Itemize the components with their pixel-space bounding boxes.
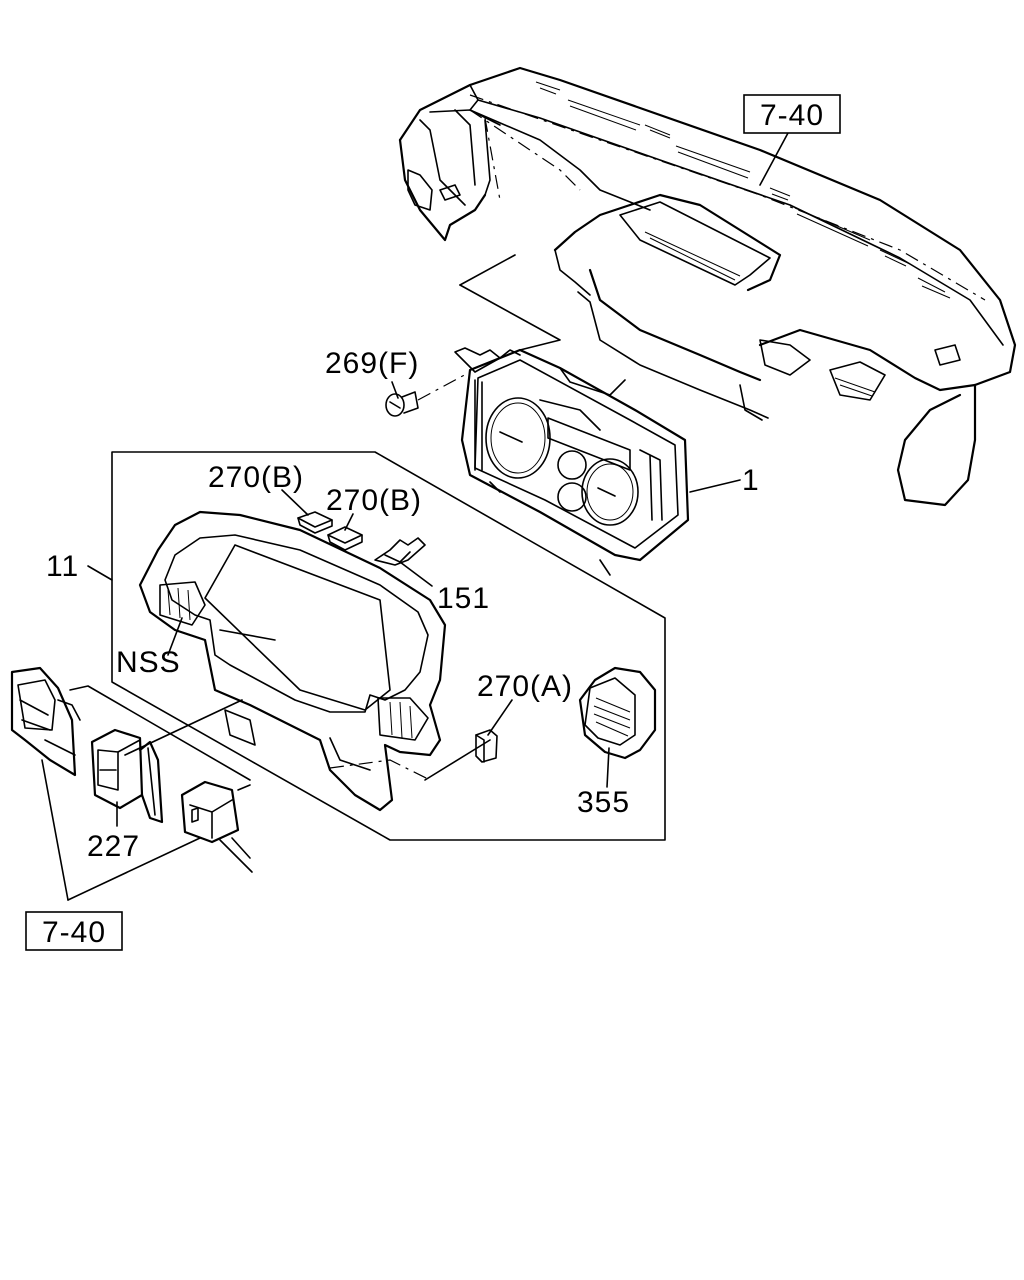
air-vent-drawing xyxy=(578,666,657,760)
label-part-151: 151 xyxy=(437,582,490,615)
screw-drawing xyxy=(385,371,471,417)
label-part-1: 1 xyxy=(742,464,760,497)
instrument-cluster-drawing xyxy=(454,254,690,576)
reference-box-bottom xyxy=(25,911,123,951)
connector-drawing xyxy=(180,780,253,873)
label-part-270a: 270(A) xyxy=(477,670,573,703)
label-nss: NSS xyxy=(116,646,181,679)
switch-227-drawing xyxy=(90,728,164,824)
label-part-269: 269(F) xyxy=(325,347,419,380)
reference-box-top xyxy=(743,94,841,134)
meter-bezel-drawing xyxy=(111,451,666,841)
label-part-270b-2: 270(B) xyxy=(326,484,422,517)
label-part-355: 355 xyxy=(577,786,630,819)
reference-label-top: 7-40 xyxy=(760,99,824,132)
label-part-227: 227 xyxy=(87,830,140,863)
label-part-11: 11 xyxy=(46,550,79,583)
assembly-outline-lines xyxy=(41,685,251,901)
reference-label-bottom: 7-40 xyxy=(42,916,106,949)
dashboard-panel-drawing xyxy=(398,66,1017,507)
clip-270b-drawing xyxy=(297,511,363,551)
label-part-270b-1: 270(B) xyxy=(208,461,304,494)
clip-151-drawing xyxy=(374,537,426,566)
leader-lines xyxy=(87,132,789,827)
switch-panel-drawing xyxy=(10,666,81,777)
clip-270a-drawing xyxy=(475,729,498,763)
